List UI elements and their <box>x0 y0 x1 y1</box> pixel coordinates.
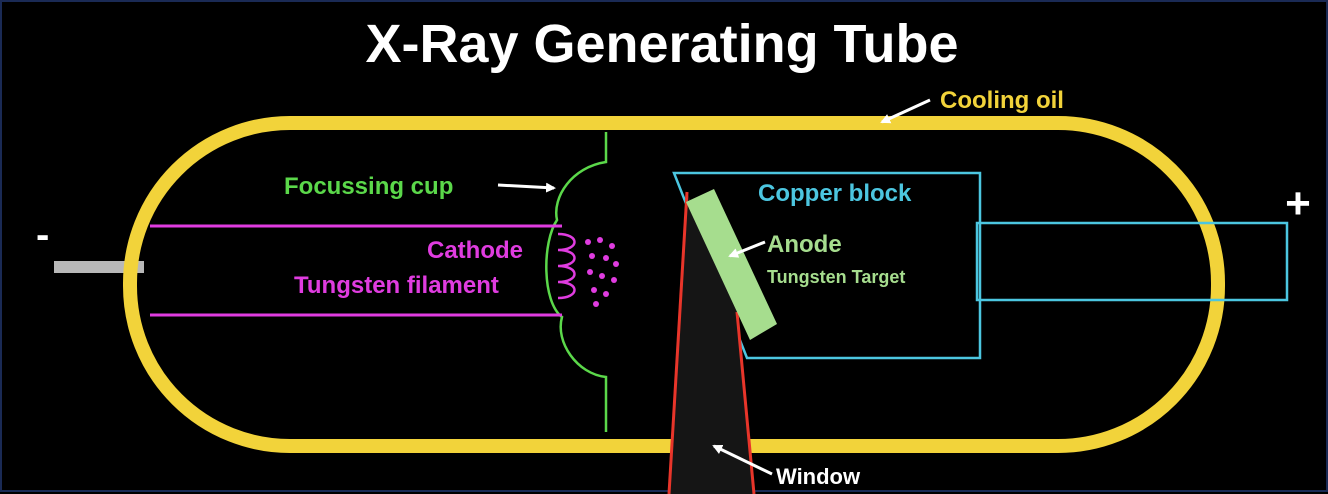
anode-label: Anode <box>767 231 842 258</box>
focussing-cup-label: Focussing cup <box>284 173 453 200</box>
cooling-oil-arrow <box>880 98 931 124</box>
focussing-cup <box>545 132 608 432</box>
beam-edge-left <box>667 191 689 494</box>
window-arrow <box>712 444 773 476</box>
anode-arrow <box>728 240 766 258</box>
copper-block-label: Copper block <box>758 180 912 207</box>
positive-terminal-label: + <box>1285 179 1311 228</box>
negative-lead-wire <box>54 261 144 273</box>
anode-stem <box>975 221 1289 302</box>
xray-beam <box>669 192 754 494</box>
tungsten-filament-label: Tungsten filament <box>294 272 499 299</box>
tungsten-target-label: Tungsten Target <box>767 267 905 287</box>
cathode-label: Cathode <box>427 237 523 264</box>
focussing-cup-arrow <box>497 182 556 193</box>
diagram-title: X-Ray Generating Tube <box>365 14 958 74</box>
tungsten-filament-coil <box>557 232 576 300</box>
window-label: Window <box>776 464 861 489</box>
anode-target <box>686 189 777 340</box>
electron-cloud <box>585 237 619 307</box>
cooling-oil-label: Cooling oil <box>940 87 1064 114</box>
negative-terminal-label: - <box>36 213 49 257</box>
